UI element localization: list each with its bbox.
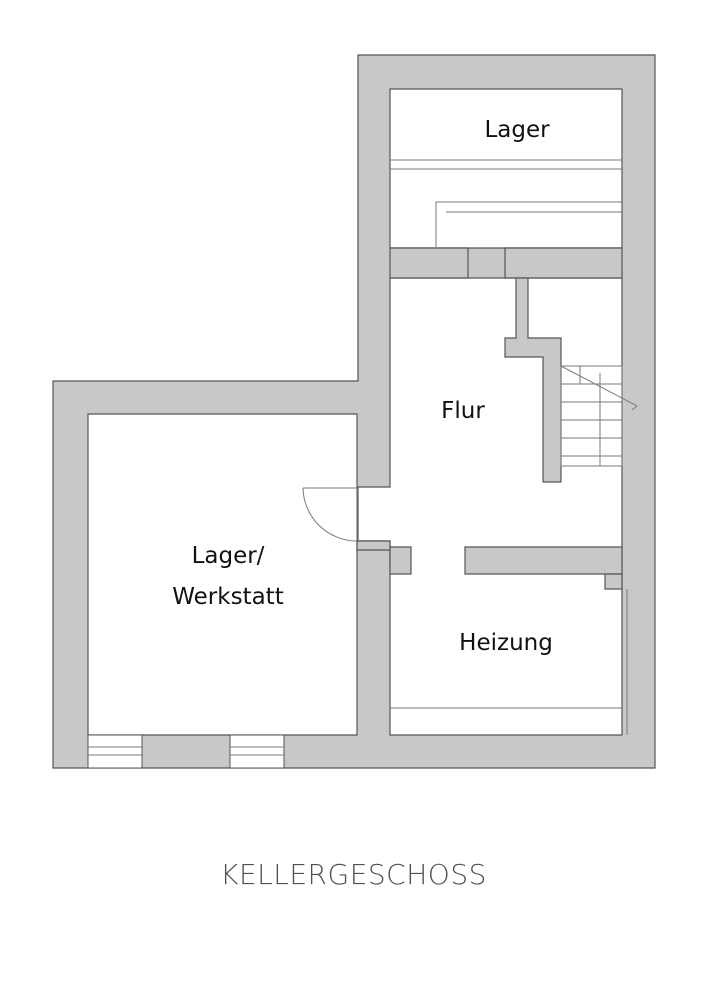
outer-walls: [52, 54, 656, 769]
room-label-heizung: Heizung: [459, 630, 553, 656]
wall-heizung-left: [389, 546, 412, 575]
plan-title: KELLERGESCHOSS: [220, 858, 487, 891]
window-right: [229, 734, 285, 769]
lager-shelf-outline: [435, 201, 622, 248]
wall-heizung-right: [464, 546, 623, 575]
staircase: [560, 365, 638, 467]
room-label-lager-werkstatt-line1: Lager/: [192, 543, 265, 569]
wall-lager-flur-left: [389, 247, 469, 279]
door-werkstatt: [302, 487, 358, 542]
wall-lager-flur-right: [504, 247, 623, 279]
room-label-flur: Flur: [441, 398, 485, 424]
room-label-lager: Lager: [484, 117, 550, 143]
wall-heizung-pier: [604, 573, 623, 590]
room-label-lager-werkstatt-line2: Werkstatt: [172, 584, 283, 610]
wall-stair-enclosure: [504, 277, 562, 483]
wall-werkstatt-door-jamb: [356, 540, 391, 551]
window-left: [87, 734, 143, 769]
